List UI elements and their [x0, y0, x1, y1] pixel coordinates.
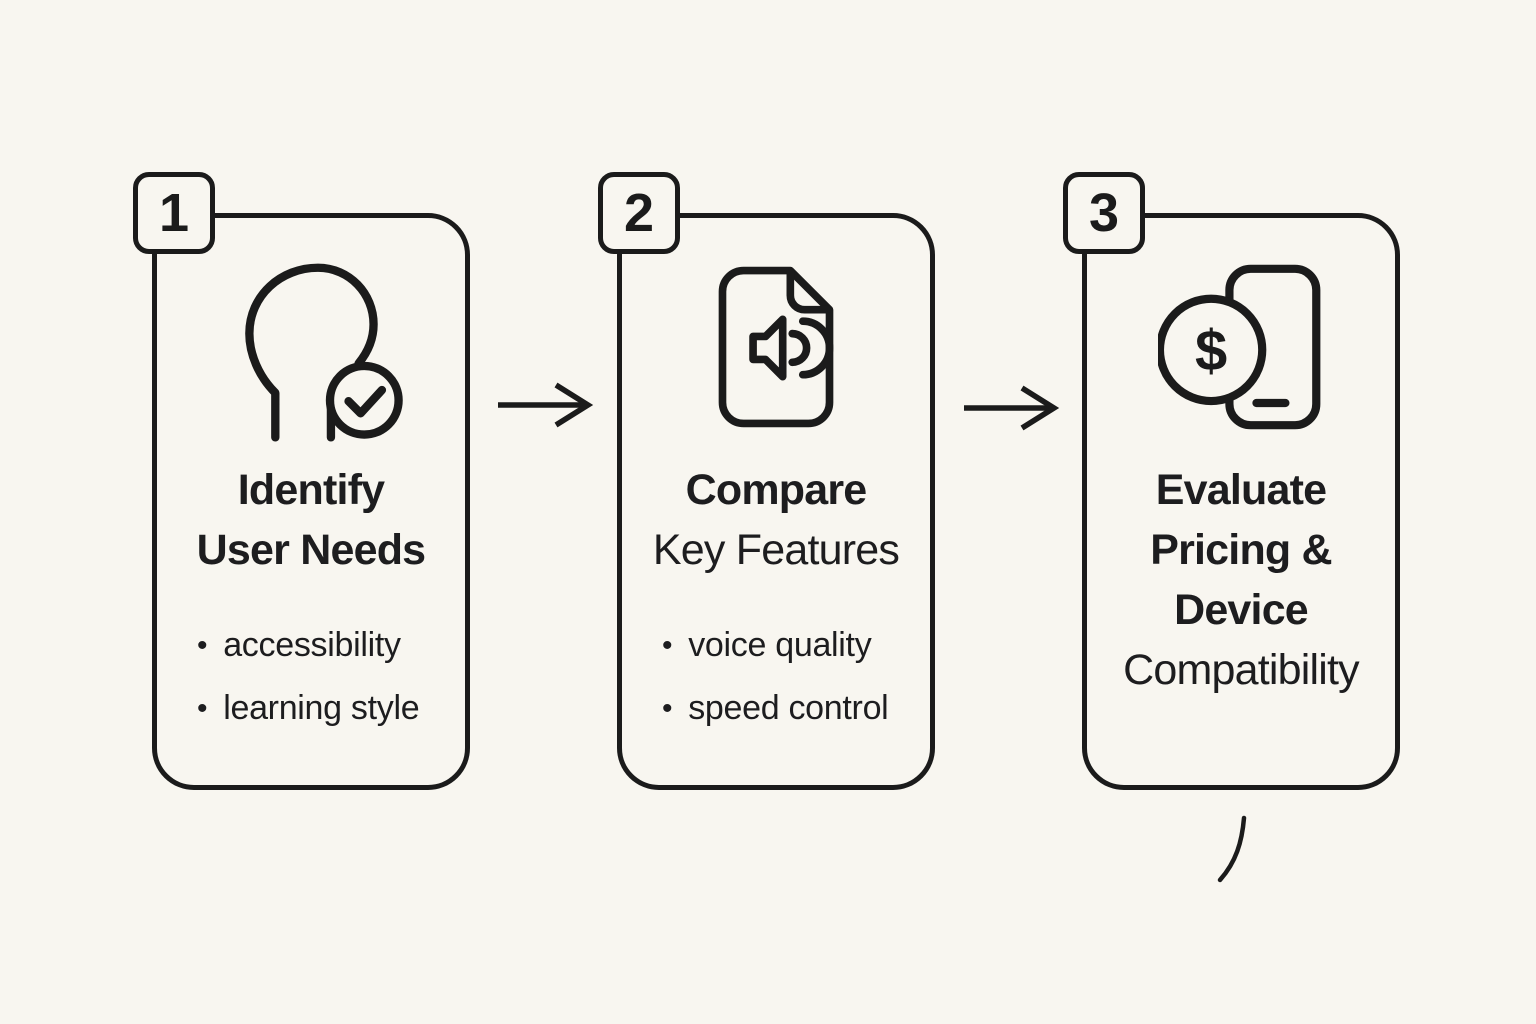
- audio-file-icon: [709, 261, 843, 433]
- title-line: Compare: [685, 466, 868, 514]
- step-1-title: Identify User Needs: [157, 460, 465, 580]
- title-line: Key Features: [652, 526, 900, 574]
- step-number: 2: [623, 183, 655, 243]
- step-2-bullets: • voice quality • speed control: [622, 614, 930, 740]
- step-3-icon-zone: $: [1087, 254, 1395, 440]
- arrow-right-icon: [960, 384, 1064, 432]
- step-number: 1: [158, 183, 190, 243]
- bullet-item: • learning style: [197, 677, 465, 740]
- head-profile-check-icon: [216, 252, 406, 442]
- decorative-curve-stroke: [1212, 812, 1258, 888]
- bullet-text: speed control: [688, 689, 889, 727]
- bullet-item: • accessibility: [197, 614, 465, 677]
- step-number-badge-2: 2: [598, 172, 680, 254]
- bullet-dot: •: [197, 692, 208, 725]
- flow-arrow-2: [960, 384, 1064, 432]
- flow-arrow-1: [494, 381, 598, 429]
- step-1-bullets: • accessibility • learning style: [157, 614, 465, 740]
- step-number-badge-3: 3: [1063, 172, 1145, 254]
- dollar-phone-icon: $: [1158, 260, 1324, 434]
- title-line: Identify: [237, 466, 385, 514]
- step-card-2: 2 Compare Key Features • voice quality: [598, 172, 935, 790]
- step-number: 3: [1088, 183, 1120, 243]
- title-line: User Needs: [196, 526, 426, 574]
- bullet-item: • speed control: [662, 677, 930, 740]
- dollar-glyph: $: [1195, 319, 1227, 383]
- bullet-dot: •: [197, 629, 208, 662]
- title-line: Compatibility: [1123, 646, 1360, 694]
- bullet-text: voice quality: [688, 626, 872, 664]
- bullet-dot: •: [662, 692, 673, 725]
- step-card-1: 1 Identify User Needs • accessibility •: [133, 172, 470, 790]
- step-2-icon-zone: [622, 254, 930, 440]
- bullet-dot: •: [662, 629, 673, 662]
- step-card-3: 3 $ Evaluate Pricing & Device Compatibil…: [1063, 172, 1400, 790]
- bullet-text: learning style: [223, 689, 420, 727]
- title-line: Device: [1174, 586, 1309, 634]
- step-1-icon-zone: [157, 252, 465, 442]
- title-line: Evaluate: [1155, 466, 1327, 514]
- title-line: Pricing &: [1150, 526, 1332, 574]
- step-number-badge-1: 1: [133, 172, 215, 254]
- arrow-right-icon: [494, 381, 598, 429]
- bullet-item: • voice quality: [662, 614, 930, 677]
- step-2-title: Compare Key Features: [622, 460, 930, 580]
- bullet-text: accessibility: [223, 626, 401, 664]
- step-3-title: Evaluate Pricing & Device Compatibility: [1087, 460, 1395, 700]
